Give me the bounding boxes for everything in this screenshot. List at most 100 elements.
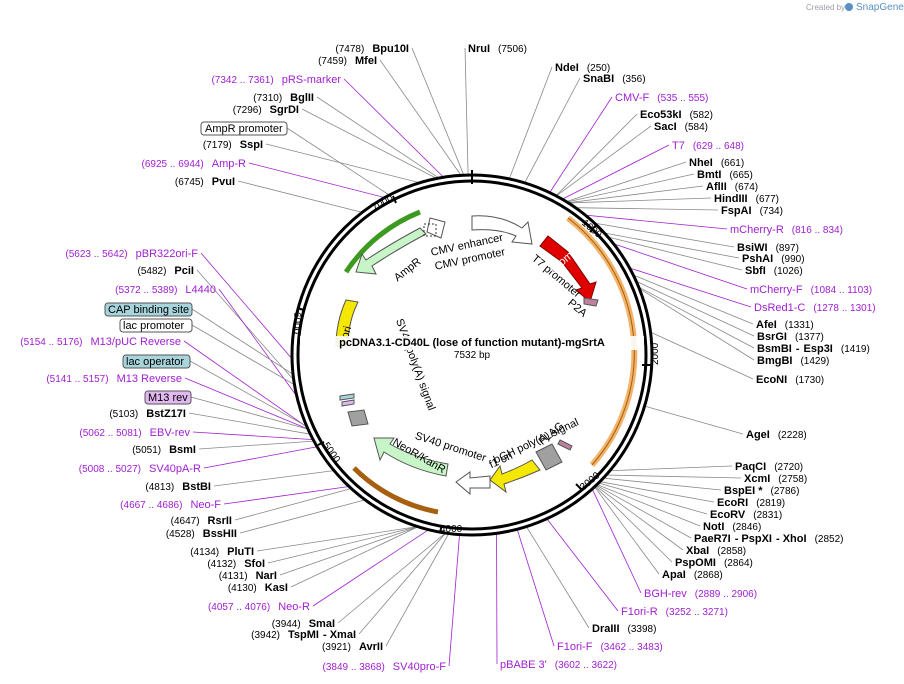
site-leader-line: [337, 532, 446, 624]
lac-operator-feature: [339, 393, 355, 401]
site-name: NarI: [256, 570, 277, 582]
sv40-polya-label: SV40 poly(A) signal: [393, 317, 437, 412]
primer-name: CMV-F: [615, 92, 650, 104]
site-sfoi: (4132)SfoI: [207, 558, 265, 570]
site-leader-line: [568, 197, 712, 204]
site-nhei: NheI(661): [689, 157, 744, 169]
site-bsiwi: BsiWI(897): [737, 242, 799, 254]
cmv-promoter-arrow: [471, 215, 533, 245]
primer-name: Neo-R: [278, 601, 310, 613]
box-leader-line: [190, 396, 309, 430]
site-pos: (5103): [109, 409, 138, 420]
site-name: AgeI: [746, 429, 770, 441]
lac-operator-box: [122, 354, 191, 369]
site-pos: (1331): [785, 320, 814, 331]
primer-leader-line: [184, 377, 309, 430]
site-pos: (1730): [795, 375, 824, 386]
site-leader-line: [599, 481, 715, 503]
primer-range: (5062 .. 5081): [79, 428, 141, 439]
dtomato-feature: [539, 235, 597, 303]
site-pos: (2819): [756, 498, 785, 509]
primer-name: EBV-rev: [150, 427, 191, 439]
sv40-polya-feature: [347, 409, 369, 427]
site-leader-line: [650, 331, 754, 380]
primer-range: (5372 .. 5389): [115, 285, 177, 296]
tick-3000: [575, 483, 583, 491]
cap-site-box: [104, 302, 193, 317]
site-pos: (2831): [753, 510, 782, 521]
site-pos: (2852): [815, 534, 844, 545]
site-pos: (582): [690, 110, 713, 121]
site-leader-line: [556, 125, 652, 197]
site-leader-line: [606, 474, 742, 479]
site-mfei: (7459) MfeI: [318, 55, 377, 67]
primer-range: (3462 .. 3483): [600, 642, 662, 653]
site-econi: EcoNI(1730): [756, 374, 824, 386]
primer-range: (5154 .. 5176): [20, 337, 82, 348]
primer-name: pRS-marker: [282, 74, 342, 86]
primer-leader-line: [183, 340, 308, 428]
site-leader-line: [508, 66, 553, 180]
plasmid-length: 7532 bp: [454, 350, 491, 361]
site-name: PaqCI: [735, 461, 766, 473]
site-pos: (7506): [498, 44, 527, 55]
site-name: AfeI: [756, 319, 777, 331]
primer-name: Amp-R: [212, 158, 246, 170]
box-leader-line: [191, 308, 294, 375]
site-leader-line: [213, 470, 335, 487]
site-name: FspAI: [721, 205, 752, 217]
site-avrii: (3921)AvrII: [322, 641, 383, 653]
site-ecorv: EcoRV(2831): [710, 509, 782, 521]
site-pos: (734): [760, 206, 783, 217]
site-pvui: (6745)PvuI: [175, 176, 235, 188]
primer-f1ori-r: F1ori-R(3252 .. 3271): [621, 606, 728, 618]
site-name: Bpu10I: [372, 43, 409, 55]
primer-dsred1-c: DsRed1-C(1278 .. 1301): [754, 302, 876, 314]
site-pos: (7310): [253, 93, 282, 104]
primer-mcherry-f: mCherry-F (1084 .. 1103): [750, 284, 872, 296]
site-pos: (4134): [190, 547, 219, 558]
site-pos: (356): [622, 74, 645, 85]
site-leader-line: [555, 113, 638, 197]
site-leader-line: [596, 484, 701, 527]
site-leader-line: [188, 412, 311, 435]
primer-t7: T7(629 .. 648): [672, 140, 744, 152]
primer-leader-line: [546, 518, 619, 612]
primer-cmv-f: CMV-F(535 .. 555): [615, 92, 708, 104]
tick-marks: [296, 170, 651, 533]
tick-7000: [392, 195, 397, 204]
site-pos: (7459): [318, 56, 347, 67]
primer-pbr322ori-f: (5623 .. 5642)pBR322ori-F: [65, 248, 198, 260]
ampr-promoter-feature: [423, 223, 437, 237]
primer-name: mCherry-F: [750, 284, 803, 296]
primer-m13-reverse: (5141 .. 5157)M13 Reverse: [46, 373, 182, 385]
site-pos: (4647): [171, 516, 200, 527]
site-name: BmgBI: [757, 355, 792, 367]
site-leader-line: [265, 143, 420, 184]
box-leader-line: [286, 127, 390, 196]
site-pos: (4131): [219, 571, 248, 582]
site-pos: (1377): [795, 332, 824, 343]
site-name: NotI: [703, 521, 724, 533]
ampr-highlight-arc: [343, 209, 421, 274]
site-pos: (2846): [732, 522, 761, 533]
primer-range: (1084 .. 1103): [811, 285, 873, 296]
site-name: BsmI: [169, 444, 196, 456]
site-name: MfeI: [355, 55, 377, 67]
site-name: ApaI: [662, 569, 686, 581]
site-leader-line: [594, 486, 673, 563]
site-bglii: (7310)BglII: [253, 92, 314, 104]
primer-name: M13/pUC Reverse: [91, 336, 181, 348]
tick-label-4000: 4000: [440, 524, 463, 535]
site-pos: (2228): [778, 430, 807, 441]
primer-range: (3849 .. 3868): [323, 662, 385, 673]
primer-leader-line: [200, 252, 293, 360]
site-leader-line: [567, 185, 704, 204]
site-xcmi: XcmI(2758): [744, 473, 807, 485]
cap-site-box-label: CAP binding site: [108, 304, 189, 316]
site-bmti: BmtI(665): [697, 169, 753, 181]
primer-leader-line: [629, 267, 752, 308]
primer-name: M13 Reverse: [117, 373, 182, 385]
site-fspai: FspAI (734): [721, 205, 783, 217]
leader-lines: [183, 47, 755, 667]
